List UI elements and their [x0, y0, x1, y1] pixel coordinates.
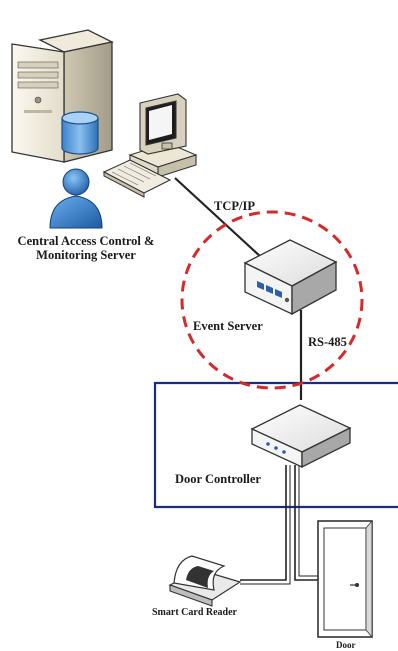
door-cable	[294, 465, 318, 581]
door-controller-label: Door Controller	[175, 472, 261, 486]
event-server-box-icon	[243, 239, 338, 316]
server-label-line-2: Monitoring Server	[36, 248, 136, 263]
reader-cable-inner	[240, 465, 291, 585]
door-icon	[317, 519, 373, 639]
smart-card-reader-icon	[168, 555, 242, 607]
door-cable-inner	[298, 465, 318, 577]
user-icon	[49, 168, 103, 229]
rs-485-label: RS-485	[308, 335, 347, 349]
event-server-label: Event Server	[193, 319, 263, 333]
door-label: Door	[336, 640, 356, 650]
event-server-highlight-ring	[180, 210, 364, 390]
server-label-line-1: Central Access Control &	[17, 234, 155, 248]
card-reader-label: Smart Card Reader	[152, 607, 237, 618]
reader-cable	[240, 465, 287, 581]
keyboard-icon	[102, 159, 172, 198]
controller-zone-border	[153, 381, 398, 509]
tcp-ip-link	[174, 177, 263, 259]
database-icon	[61, 111, 99, 155]
tcp-ip-label: TCP/IP	[214, 199, 255, 213]
server-label: Central Access Control & Monitoring Serv…	[6, 234, 166, 263]
door-controller-box-icon	[250, 404, 352, 469]
